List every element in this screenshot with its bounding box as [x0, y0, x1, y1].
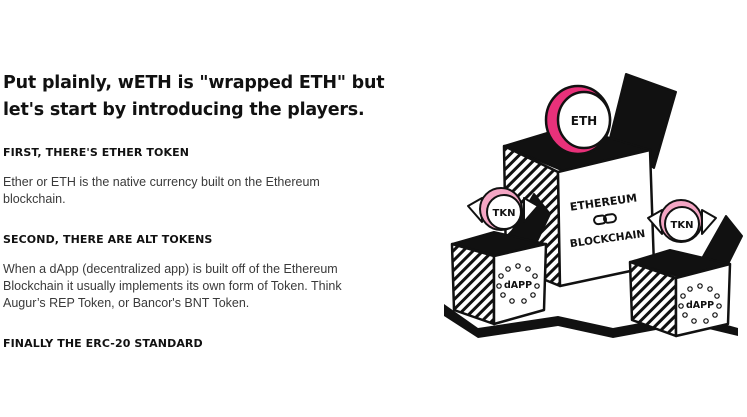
blockchain-illustration-svg: ETHEREUM BLOCKCHAIN ETH — [444, 73, 743, 338]
tkn-candy-icon-left — [467, 187, 539, 231]
tkn-candy-icon-right — [647, 199, 717, 243]
section-body-alt-tokens: When a dApp (decentralized app) is built… — [3, 262, 342, 310]
right-dapp-box — [628, 215, 743, 338]
ground-shadow — [444, 304, 738, 338]
eth-coin-label: ETH — [571, 114, 597, 128]
section-title-ether: FIRST, THERE'S ETHER TOKEN — [3, 146, 190, 159]
section-title-alt-tokens: SECOND, THERE ARE ALT TOKENS — [3, 233, 213, 246]
dapp-dots-icon — [678, 283, 722, 324]
section-title-erc20: FINALLY THE ERC-20 STANDARD — [3, 337, 203, 350]
left-candy-label: TKN — [493, 208, 516, 219]
right-candy-label: TKN — [671, 220, 694, 231]
eth-coin-icon — [544, 84, 612, 156]
blockchain-illustration: ETHEREUM BLOCKCHAIN ETH — [438, 66, 744, 346]
right-box-label: dAPP — [686, 300, 714, 311]
chain-link-icon — [593, 213, 617, 226]
page-headline: Put plainly, wETH is "wrapped ETH" but l… — [3, 73, 385, 120]
section-body-ether: Ether or ETH is the native currency buil… — [3, 175, 320, 206]
left-dapp-box — [450, 193, 551, 326]
dapp-dots-icon — [496, 263, 540, 304]
left-box-label: dAPP — [504, 280, 532, 291]
